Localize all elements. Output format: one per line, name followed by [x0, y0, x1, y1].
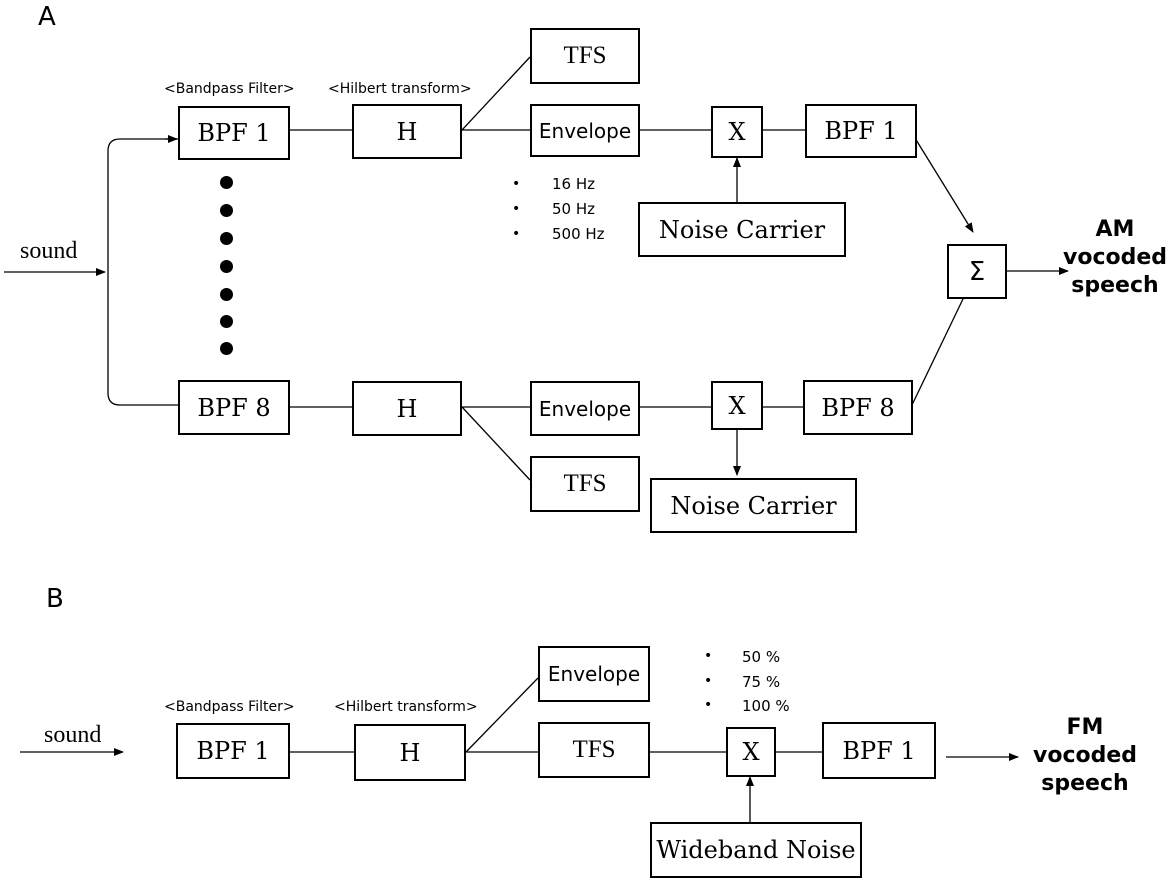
multiply-box-b: X [726, 727, 776, 777]
tfs-box-band-1: TFS [530, 28, 640, 84]
envelope-cutoff-16hz: 16 Hz [552, 175, 596, 193]
hilbert-box-band-1: H [352, 104, 462, 159]
am-vocoded-speech-output: AM vocoded speech [1062, 217, 1168, 298]
bandpass-filter-label-a: <Bandpass Filter> [164, 81, 295, 97]
output-bpf-1-box-b: BPF 1 [822, 722, 936, 779]
sound-input-label-b: sound [44, 722, 102, 748]
noise-carrier-box-band-8: Noise Carrier [650, 478, 857, 533]
bpf-1-box-b: BPF 1 [176, 723, 290, 779]
output-bpf-8-box: BPF 8 [803, 380, 913, 435]
percentage-100: 100 % [742, 697, 790, 715]
sum-box: Σ [947, 244, 1007, 299]
ellipsis-dot [220, 315, 233, 328]
panel-a-label: A [38, 2, 56, 32]
hilbert-transform-label-b: <Hilbert transform> [334, 699, 478, 715]
ellipsis-dot [220, 288, 233, 301]
output-bpf-1-box-a: BPF 1 [805, 104, 917, 158]
noise-carrier-box-band-1: Noise Carrier [638, 202, 846, 257]
ellipsis-dot [220, 232, 233, 245]
hilbert-box-b: H [354, 724, 466, 781]
percentage-50: 50 % [742, 648, 781, 666]
tfs-box-b: TFS [538, 722, 650, 778]
envelope-box-b: Envelope [538, 646, 650, 702]
ellipsis-dot [220, 260, 233, 273]
panel-b-label: B [46, 584, 64, 614]
fm-vocoded-speech-output: FM vocoded speech [1032, 715, 1138, 796]
multiply-box-band-8: X [711, 381, 763, 430]
percentage-75: 75 % [742, 673, 781, 691]
hilbert-transform-label-a: <Hilbert transform> [328, 81, 472, 97]
multiply-box-band-1: X [711, 106, 763, 158]
tfs-box-band-8: TFS [530, 456, 640, 512]
split-branch [107, 138, 178, 406]
wideband-noise-box: Wideband Noise [650, 822, 862, 878]
envelope-box-band-1: Envelope [530, 104, 640, 157]
envelope-cutoff-50hz: 50 Hz [552, 200, 596, 218]
sound-input-label-a: sound [20, 238, 78, 264]
bandpass-filter-label-b: <Bandpass Filter> [164, 699, 295, 715]
ellipsis-dot [220, 342, 233, 355]
envelope-cutoff-500hz: 500 Hz [552, 225, 605, 243]
hilbert-box-band-8: H [352, 381, 462, 436]
ellipsis-dot [220, 204, 233, 217]
bpf-8-box: BPF 8 [178, 380, 290, 435]
bpf-1-box-a: BPF 1 [178, 106, 290, 160]
ellipsis-dot [220, 176, 233, 189]
envelope-box-band-8: Envelope [530, 381, 640, 436]
